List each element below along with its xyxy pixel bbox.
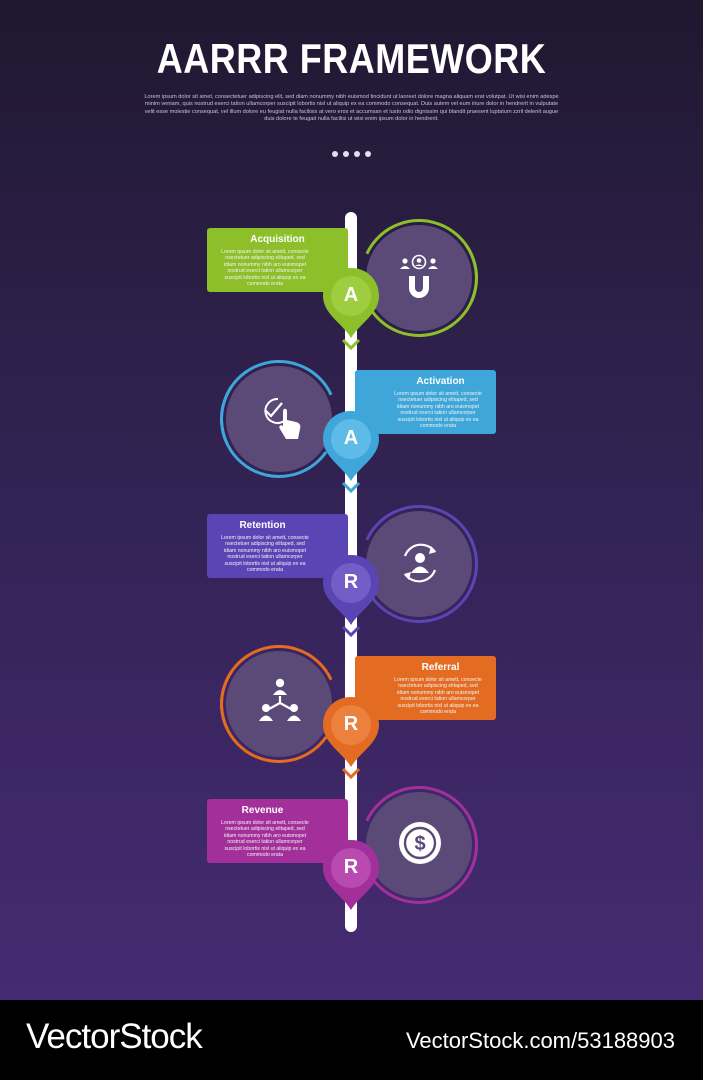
stage-title: Retention xyxy=(239,520,286,531)
dot xyxy=(354,151,360,157)
stage-circle xyxy=(366,511,472,617)
dollar-coin-icon: $ xyxy=(399,822,441,864)
stage-card: Referral Lorem ipsum dolor sit amett, co… xyxy=(355,656,496,720)
stage-title: Acquisition xyxy=(250,234,305,245)
stage-title: Activation xyxy=(416,376,465,387)
map-pin-icon xyxy=(323,840,379,910)
stage-letter: A xyxy=(343,284,359,306)
stage-description: Lorem ipsum dolor sit amett, consecte ns… xyxy=(221,249,309,288)
chevron-down-icon xyxy=(341,481,361,493)
stage-card: Revenue Lorem ipsum dolor sit amett, con… xyxy=(207,799,348,863)
stage-card: Retention Lorem ipsum dolor sit amett, c… xyxy=(207,514,348,578)
check-hand-icon xyxy=(264,397,301,439)
stage-title: Revenue xyxy=(241,805,284,816)
footer-brand: VectorStock xyxy=(26,1017,203,1056)
map-pin-icon xyxy=(323,697,379,767)
footer-bar: VectorStock VectorStock.com/53188903 xyxy=(0,1000,703,1080)
stage-description: Lorem ipsum dolor sit amett, consecte ns… xyxy=(394,677,482,716)
infographic-canvas: AARRR FRAMEWORK Lorem ipsum dolor sit am… xyxy=(0,0,703,1000)
map-pin-icon xyxy=(323,411,379,481)
page-subtitle: Lorem ipsum dolor sit amet, consectetuer… xyxy=(144,94,559,123)
stage-description: Lorem ipsum dolor sit amett, consecte ns… xyxy=(221,535,309,574)
chevron-down-icon xyxy=(341,767,361,779)
stage-card: Activation Lorem ipsum dolor sit amett, … xyxy=(355,370,496,434)
dot xyxy=(365,151,371,157)
svg-text:$: $ xyxy=(414,833,425,855)
stage-letter: R xyxy=(343,856,359,878)
stage-title: Referral xyxy=(421,662,460,673)
stage-circle xyxy=(226,366,332,472)
chevron-down-icon xyxy=(341,625,361,637)
stage-description: Lorem ipsum dolor sit amett, consecte ns… xyxy=(394,391,482,430)
stage-letter: A xyxy=(343,427,359,449)
network-users-icon xyxy=(259,678,301,721)
decorative-dots xyxy=(0,144,703,162)
dot xyxy=(343,151,349,157)
users-magnet-icon xyxy=(400,254,438,298)
stage-description: Lorem ipsum dolor sit amett, consecte ns… xyxy=(221,820,309,859)
map-pin-icon xyxy=(323,555,379,625)
stage-letter: R xyxy=(343,571,359,593)
chevron-down-icon xyxy=(341,338,361,350)
stage-card: Acquisition Lorem ipsum dolor sit amett,… xyxy=(207,228,348,292)
footer-image-id: VectorStock.com/53188903 xyxy=(405,1028,675,1053)
stage-circle xyxy=(366,225,472,331)
stage-letter: R xyxy=(343,713,359,735)
map-pin-icon xyxy=(323,268,379,338)
page-title: AARRR FRAMEWORK xyxy=(156,34,547,82)
dot xyxy=(332,151,338,157)
user-cycle-icon xyxy=(403,543,437,583)
